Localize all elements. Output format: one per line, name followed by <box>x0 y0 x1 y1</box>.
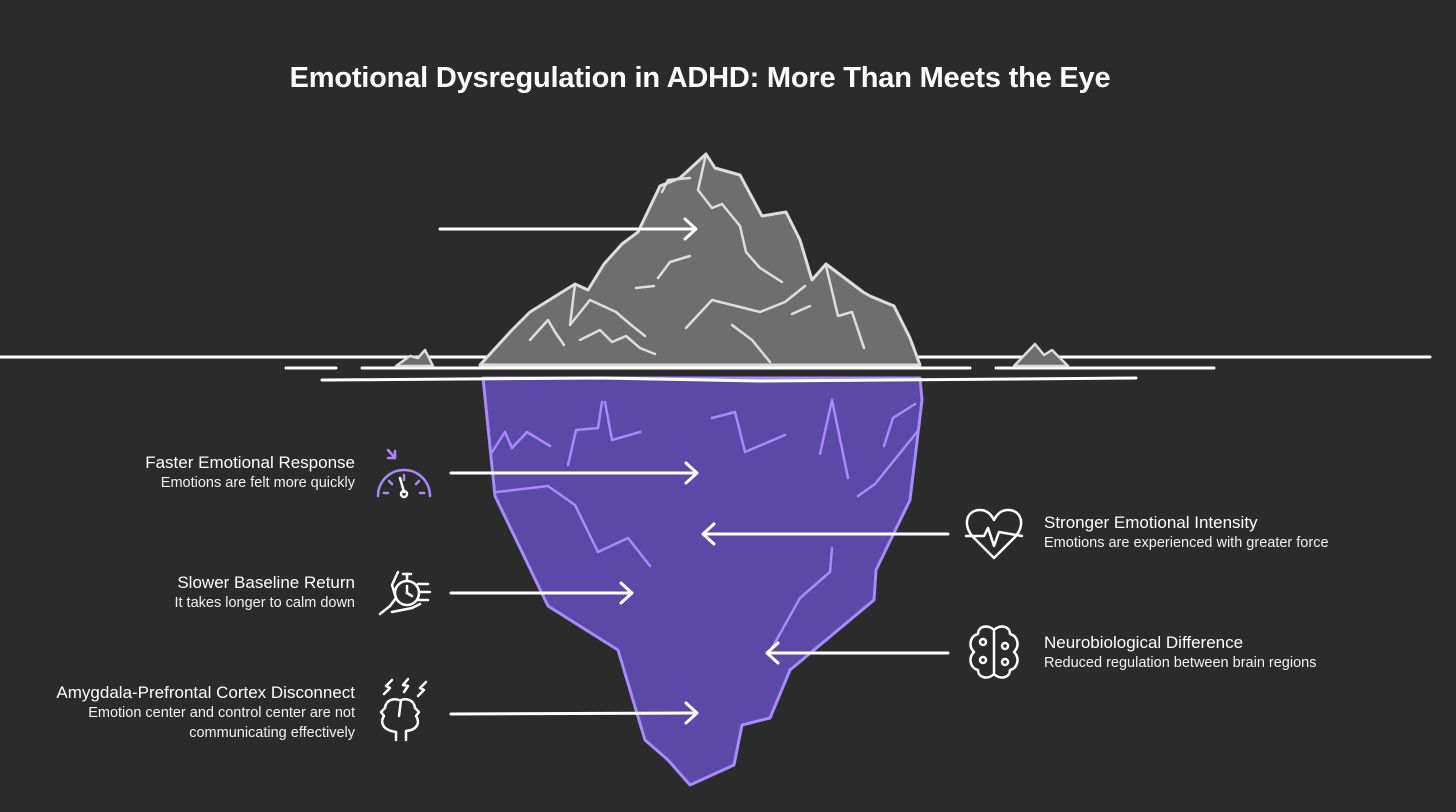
arrows <box>438 217 950 725</box>
speedometer-icon <box>376 448 432 499</box>
label-faster-emotional-response: Faster Emotional Response Emotions are f… <box>145 453 355 493</box>
iceberg-tip <box>478 152 922 367</box>
item-title: Amygdala-Prefrontal Cortex Disconnect <box>56 683 355 702</box>
item-subtitle: Reduced regulation between brain regions <box>1044 655 1317 671</box>
arrow-disconnect <box>449 701 699 725</box>
item-subtitle: It takes longer to calm down <box>174 595 355 611</box>
item-subtitle: Emotions are experienced with greater fo… <box>1044 535 1329 551</box>
item-title: Stronger Emotional Intensity <box>1044 513 1258 532</box>
heartbeat-icon <box>964 508 1024 560</box>
item-title: Neurobiological Difference <box>1044 633 1244 652</box>
hand-stopwatch-icon <box>378 570 432 616</box>
brain-icon <box>969 625 1019 679</box>
iceberg-underwater <box>481 376 924 787</box>
arrow-neurobiological <box>765 641 950 665</box>
label-neurobiological-difference: Neurobiological Difference Reduced regul… <box>1044 633 1316 673</box>
arrow-tip <box>438 217 698 241</box>
item-subtitle-line2: communicating effectively <box>189 725 355 741</box>
label-slower-baseline-return: Slower Baseline Return It takes longer t… <box>174 573 355 613</box>
iceberg-tip-cracks <box>528 152 866 364</box>
item-subtitle-line1: Emotion center and control center are no… <box>88 705 355 721</box>
item-title: Faster Emotional Response <box>145 453 355 472</box>
item-title: Slower Baseline Return <box>177 573 355 592</box>
label-stronger-emotional-intensity: Stronger Emotional Intensity Emotions ar… <box>1044 513 1329 553</box>
arrow-faster-response <box>449 461 699 485</box>
ice-chunk-left <box>394 348 435 368</box>
page-title: Emotional Dysregulation in ADHD: More Th… <box>289 62 1111 94</box>
label-amygdala-prefrontal-disconnect: Amygdala-Prefrontal Cortex Disconnect Em… <box>56 683 355 743</box>
arrow-slower-return <box>449 581 634 605</box>
underwater-cracks <box>490 398 919 650</box>
heads-lightning-icon <box>379 677 428 742</box>
ice-chunk-right <box>1012 342 1070 368</box>
arrow-stronger-intensity <box>701 522 950 546</box>
item-subtitle: Emotions are felt more quickly <box>160 475 355 491</box>
